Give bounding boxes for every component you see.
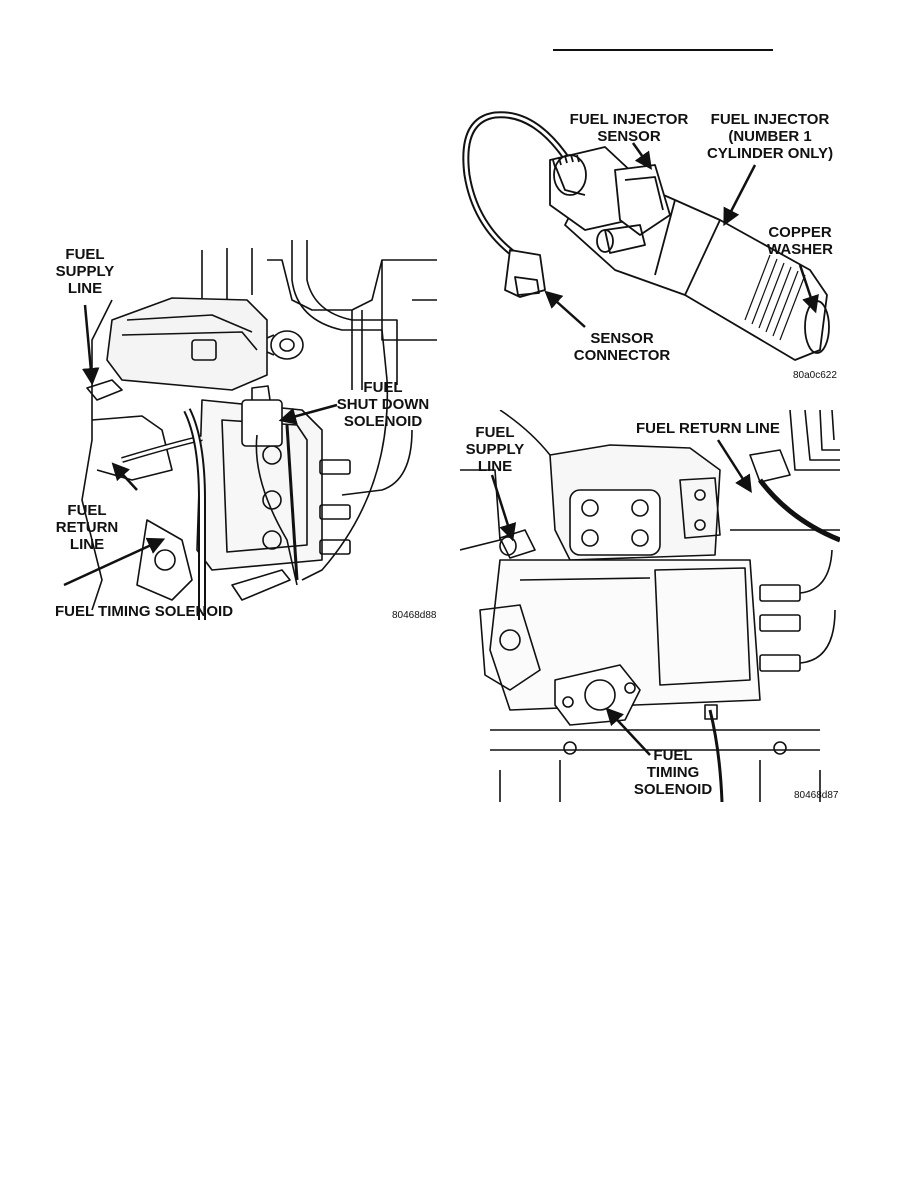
injector-label-fuel-injector-sensor: FUEL INJECTOR SENSOR [564, 111, 694, 145]
injector-label-sensor-connector-1: SENSOR [590, 330, 654, 347]
injector-illustration [462, 111, 830, 361]
left-label-shut-down-2: SHUT DOWN [336, 396, 430, 413]
left-label-fuel-supply-line: FUEL SUPPLY LINE [40, 246, 130, 297]
injector-label-copper-washer: COPPER WASHER [760, 224, 840, 258]
injector-label-number1-2: (NUMBER 1 [728, 128, 812, 145]
injector-label-number1-1: FUEL INJECTOR [710, 111, 830, 128]
left-label-fuel-shut-down-solenoid: FUEL SHUT DOWN SOLENOID [328, 379, 438, 430]
left-label-fuel-supply-line-1: FUEL [65, 246, 105, 263]
header-rule [553, 49, 773, 51]
pump-label-fuel-supply-line-3: LINE [477, 458, 513, 475]
injector-label-fuel-injector-number1: FUEL INJECTOR (NUMBER 1 CYLINDER ONLY) [700, 111, 840, 162]
pump-label-fuel-timing-solenoid: FUEL TIMING SOLENOID [628, 747, 718, 798]
injector-label-sensor-2: SENSOR [597, 128, 661, 145]
injector-label-copper-washer-2: WASHER [767, 241, 833, 258]
figure-fuel-injector [455, 105, 845, 385]
injector-label-number1-3: CYLINDER ONLY) [706, 145, 834, 162]
pump-label-fuel-timing-solenoid-3: SOLENOID [633, 781, 713, 798]
pump-label-fuel-timing-solenoid-1: FUEL [653, 747, 693, 764]
injector-label-sensor-connector: SENSOR CONNECTOR [562, 330, 682, 364]
pump-label-fuel-return-line: FUEL RETURN LINE [636, 420, 786, 437]
left-label-fuel-return-line-2: RETURN [55, 519, 119, 536]
injector-figure-code: 80a0c622 [793, 370, 837, 381]
injector-label-sensor-1: FUEL INJECTOR [569, 111, 689, 128]
left-label-shut-down-1: FUEL [363, 379, 403, 396]
left-label-fuel-supply-line-2: SUPPLY [55, 263, 115, 280]
pump-label-fuel-return-line-1: FUEL RETURN LINE [636, 420, 780, 437]
pump-label-fuel-timing-solenoid-2: TIMING [646, 764, 700, 781]
left-label-fuel-supply-line-3: LINE [67, 280, 103, 297]
pump-label-fuel-supply-line: FUEL SUPPLY LINE [455, 424, 535, 475]
figure-injection-pump-left [52, 240, 442, 630]
left-label-fuel-return-line-3: LINE [69, 536, 105, 553]
left-label-shut-down-3: SOLENOID [343, 413, 423, 430]
left-label-fuel-timing-solenoid: FUEL TIMING SOLENOID [55, 603, 250, 620]
pump-label-fuel-supply-line-2: SUPPLY [465, 441, 525, 458]
left-label-fuel-timing-solenoid-1: FUEL TIMING SOLENOID [55, 603, 234, 620]
pump-figure-code: 80468d87 [794, 790, 839, 801]
left-label-fuel-return-line-1: FUEL [67, 502, 107, 519]
pump-illustration-right [460, 410, 840, 802]
left-figure-code: 80468d88 [392, 610, 437, 621]
left-label-fuel-return-line: FUEL RETURN LINE [42, 502, 132, 553]
pump-label-fuel-supply-line-1: FUEL [475, 424, 515, 441]
figure-injection-pump-right [460, 410, 840, 802]
injector-label-sensor-connector-2: CONNECTOR [573, 347, 671, 364]
injector-label-copper-washer-1: COPPER [768, 224, 832, 241]
pump-illustration-left [63, 240, 437, 620]
